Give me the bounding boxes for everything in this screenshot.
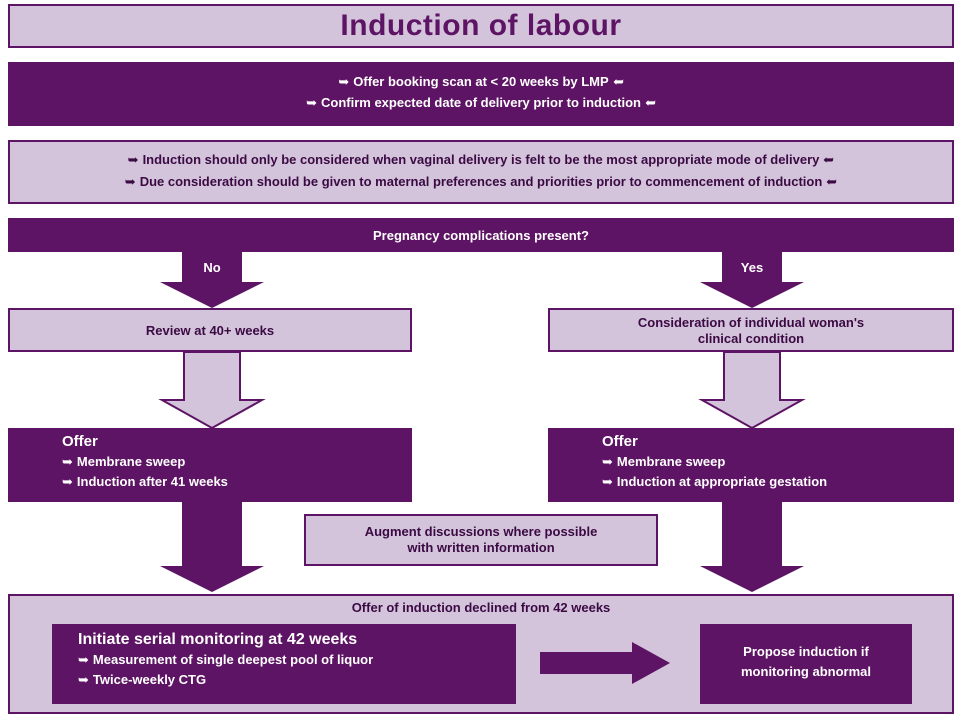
question-bar: Pregnancy complications present? xyxy=(8,218,954,252)
consider-line-1: Induction should only be considered when… xyxy=(128,152,835,167)
propose-line-2: monitoring abnormal xyxy=(741,664,871,679)
yes-arrow xyxy=(700,252,804,308)
monitoring-box: Initiate serial monitoring at 42 weeks M… xyxy=(52,624,516,704)
right-offer-box: Offer Membrane sweep Induction at approp… xyxy=(548,428,954,502)
declined-text: Offer of induction declined from 42 week… xyxy=(351,600,611,615)
booking-line-1: Offer booking scan at < 20 weeks by LMP xyxy=(338,74,623,89)
monitoring-item-2: Twice-weekly CTG xyxy=(78,672,206,687)
left-offer-box: Offer Membrane sweep Induction after 41 … xyxy=(8,428,412,502)
right-offer-heading: Offer xyxy=(602,433,638,450)
page-title: Induction of labour xyxy=(340,9,622,42)
monitoring-item-1: Measurement of single deepest pool of li… xyxy=(78,652,373,667)
propose-line-1: Propose induction if xyxy=(743,644,869,659)
review-arrow xyxy=(158,351,266,430)
augment-line-2: with written information xyxy=(407,540,555,555)
right-offer-item-2: Induction at appropriate gestation xyxy=(602,474,827,489)
clinical-condition-box: Consideration of individual woman's clin… xyxy=(548,308,954,352)
booking-box: Offer booking scan at < 20 weeks by LMP … xyxy=(8,62,954,126)
yes-label: Yes xyxy=(740,260,764,275)
left-offer-arrow xyxy=(160,502,264,592)
review-text: Review at 40+ weeks xyxy=(145,322,275,338)
augment-box: Augment discussions where possible with … xyxy=(304,514,658,566)
clinical-arrow xyxy=(698,351,806,430)
no-label: No xyxy=(203,260,221,275)
right-offer-item-1: Membrane sweep xyxy=(602,454,725,469)
consideration-box: Induction should only be considered when… xyxy=(8,140,954,204)
consider-line-2: Due consideration should be given to mat… xyxy=(125,174,837,189)
clinical-line-1: Consideration of individual woman's xyxy=(637,315,865,330)
left-offer-heading: Offer xyxy=(62,433,98,450)
no-arrow xyxy=(160,252,264,308)
propose-box: Propose induction if monitoring abnormal xyxy=(700,624,912,704)
title-box: Induction of labour xyxy=(8,4,954,48)
review-box: Review at 40+ weeks xyxy=(8,308,412,352)
right-offer-arrow xyxy=(700,502,804,592)
right-arrow xyxy=(540,642,670,684)
monitoring-heading: Initiate serial monitoring at 42 weeks xyxy=(78,631,358,648)
clinical-line-2: clinical condition xyxy=(697,331,805,346)
left-offer-item-2: Induction after 41 weeks xyxy=(62,474,228,489)
question-text: Pregnancy complications present? xyxy=(372,227,589,243)
booking-line-2: Confirm expected date of delivery prior … xyxy=(306,95,656,110)
left-offer-item-1: Membrane sweep xyxy=(62,454,185,469)
augment-line-1: Augment discussions where possible xyxy=(364,524,598,539)
